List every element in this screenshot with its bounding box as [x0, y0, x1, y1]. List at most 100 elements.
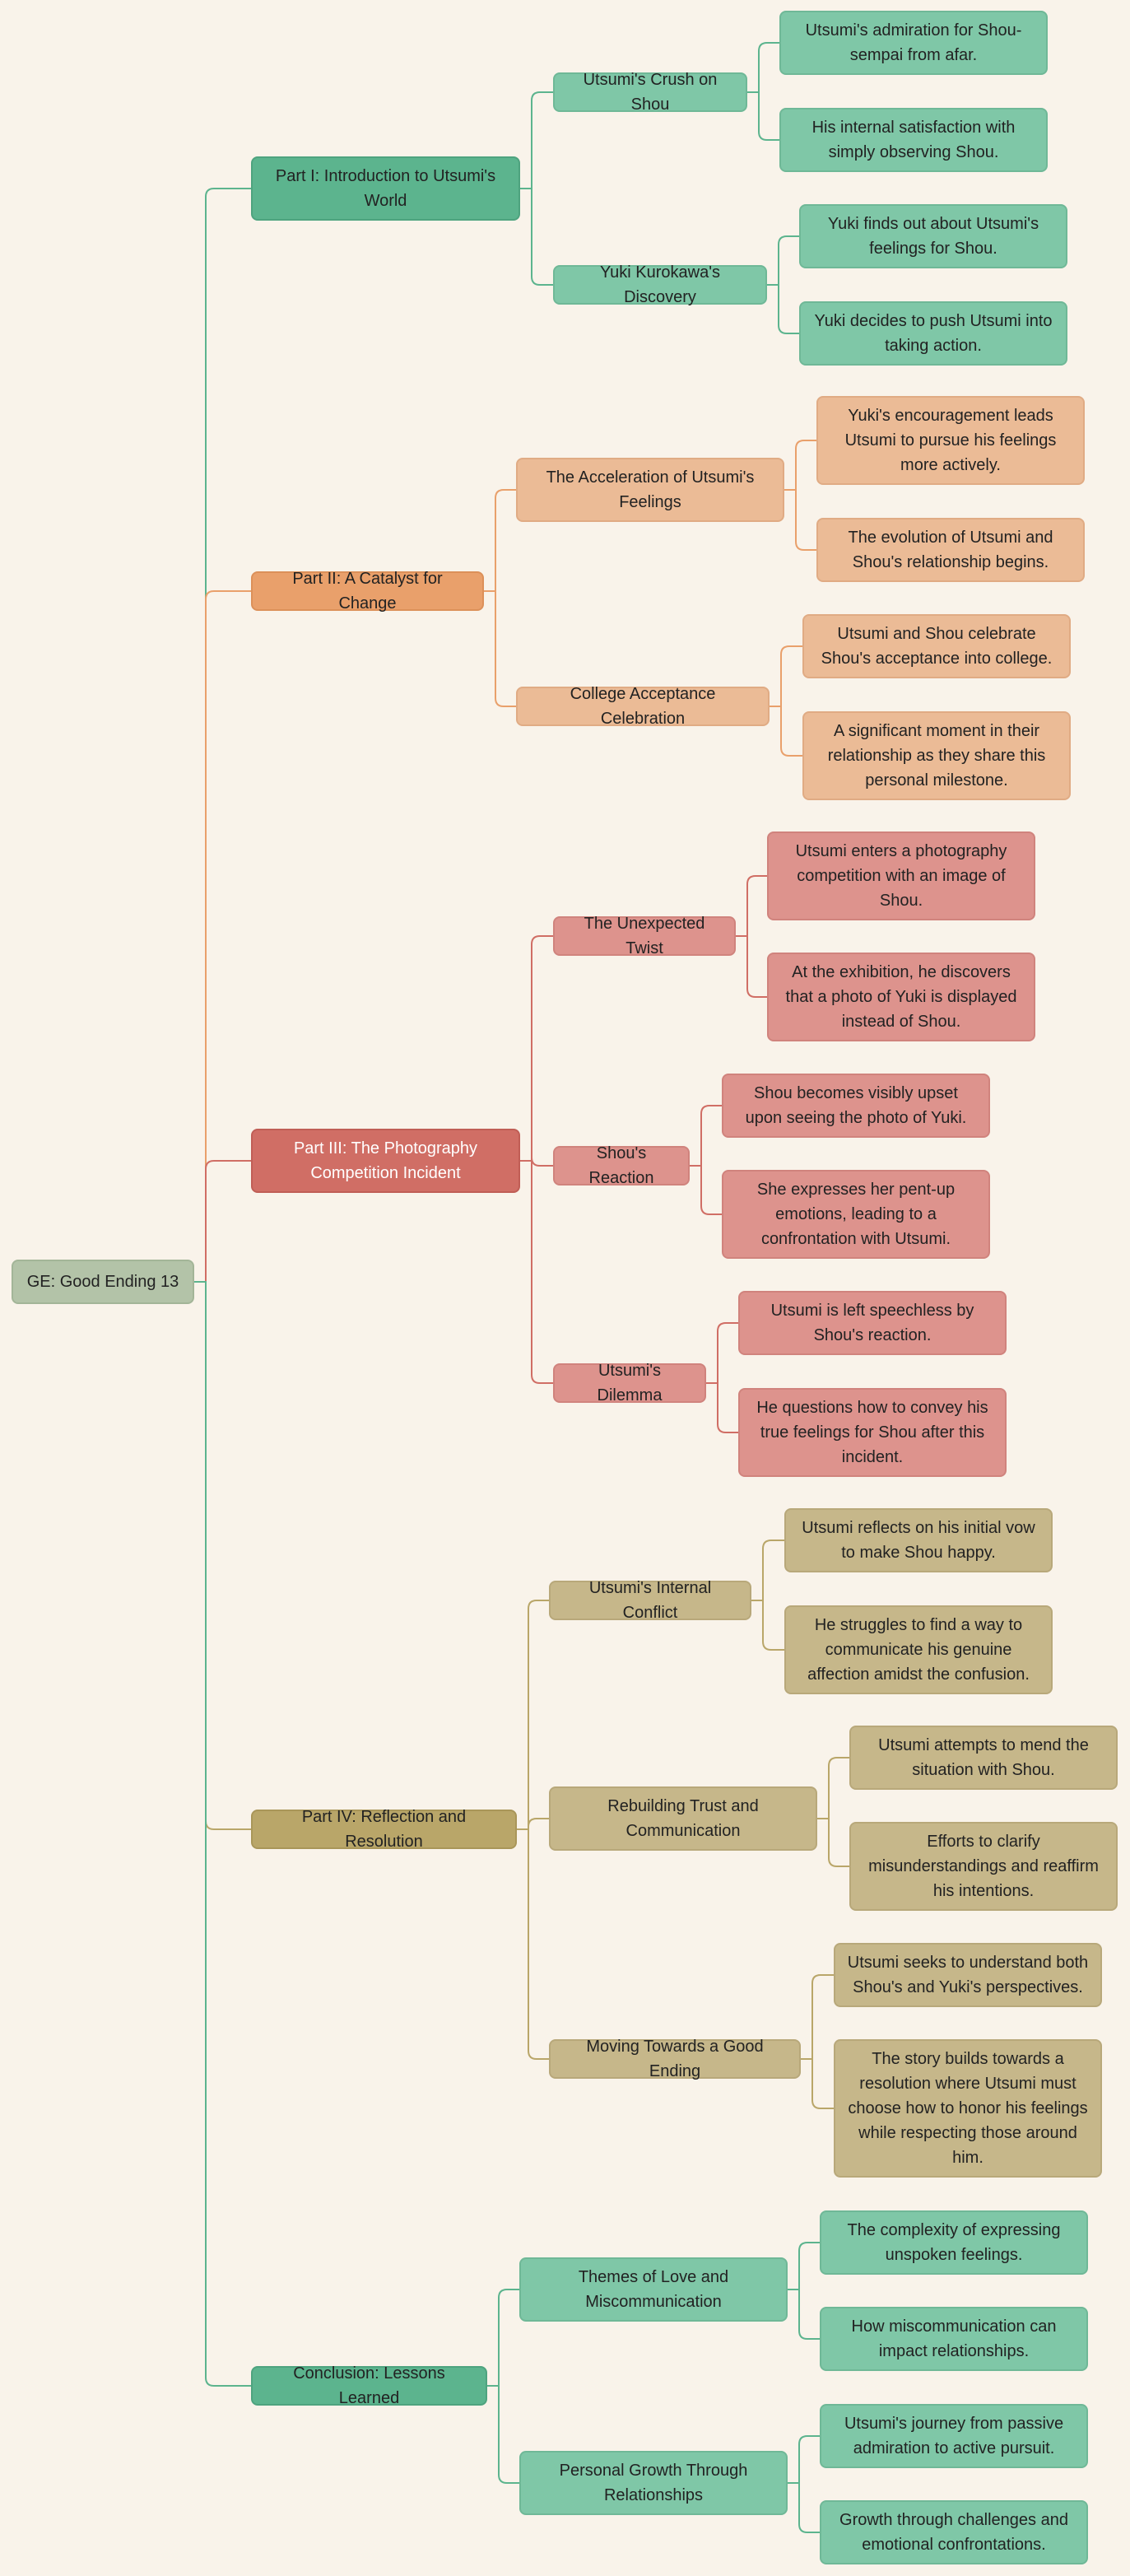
root-node[interactable]: GE: Good Ending 13 — [12, 1260, 194, 1304]
detail-node[interactable]: Utsumi is left speechless by Shou's reac… — [738, 1291, 1007, 1355]
detail-node[interactable]: She expresses her pent-up emotions, lead… — [722, 1170, 990, 1259]
detail-label: Efforts to clarify misunderstandings and… — [868, 1833, 1099, 1900]
connector-line — [767, 284, 799, 334]
topic-personal-growth[interactable]: Personal Growth Through Relationships — [519, 2451, 788, 2515]
detail-label: Utsumi's admiration for Shou-sempai from… — [805, 21, 1022, 64]
topic-good-ending[interactable]: Moving Towards a Good Ending — [549, 2038, 801, 2080]
section-part-3[interactable]: Part III: The Photography Competition In… — [251, 1129, 520, 1193]
topic-label: Themes of Love and Miscommunication — [578, 2268, 729, 2311]
connector-line — [517, 1818, 549, 1830]
detail-node[interactable]: Utsumi's admiration for Shou-sempai from… — [779, 11, 1048, 75]
connector-line — [788, 2482, 820, 2533]
connector-line — [801, 1974, 834, 2060]
detail-node[interactable]: A significant moment in their relationsh… — [802, 711, 1071, 800]
connector-line — [801, 2058, 834, 2109]
connector-line — [767, 235, 799, 286]
topic-shous-reaction[interactable]: Shou's Reaction — [553, 1144, 690, 1187]
topic-label: College Acceptance Celebration — [570, 685, 716, 728]
detail-label: The complexity of expressing unspoken fe… — [847, 2221, 1061, 2264]
section-part-1[interactable]: Part I: Introduction to Utsumi's World — [251, 156, 520, 221]
detail-label: He questions how to convey his true feel… — [756, 1399, 988, 1466]
section-conclusion[interactable]: Conclusion: Lessons Learned — [251, 2364, 487, 2407]
detail-label: Shou becomes visibly upset upon seeing t… — [745, 1084, 967, 1127]
connector-line — [520, 91, 553, 189]
connector-line — [751, 1540, 784, 1601]
section-part-2[interactable]: Part II: A Catalyst for Change — [251, 570, 484, 613]
topic-label: Shou's Reaction — [588, 1144, 654, 1187]
detail-label: A significant moment in their relationsh… — [827, 722, 1046, 790]
connector-line — [770, 706, 802, 757]
detail-label: Utsumi and Shou celebrate Shou's accepta… — [821, 625, 1053, 668]
detail-label: Yuki finds out about Utsumi's feelings f… — [827, 215, 1039, 258]
detail-label: Yuki's encouragement leads Utsumi to pur… — [844, 407, 1057, 474]
detail-node[interactable]: Utsumi's journey from passive admiration… — [820, 2404, 1088, 2468]
connector-line — [784, 440, 816, 491]
detail-node[interactable]: How miscommunication can impact relation… — [820, 2307, 1088, 2371]
detail-node[interactable]: Growth through challenges and emotional … — [820, 2500, 1088, 2564]
connector-line — [484, 489, 516, 592]
connector-line — [747, 42, 779, 93]
connector-line — [747, 91, 779, 141]
connector-line — [194, 590, 251, 1283]
topic-internal-conflict[interactable]: Utsumi's Internal Conflict — [549, 1579, 751, 1622]
detail-label: Utsumi enters a photography competition … — [795, 842, 1007, 910]
connector-line — [520, 935, 553, 1162]
detail-node[interactable]: He struggles to find a way to communicat… — [784, 1605, 1053, 1694]
topic-yuki-discovery[interactable]: Yuki Kurokawa's Discovery — [553, 263, 767, 306]
connector-line — [736, 875, 767, 937]
topic-love-miscommunication[interactable]: Themes of Love and Miscommunication — [519, 2257, 788, 2322]
detail-node[interactable]: The complexity of expressing unspoken fe… — [820, 2210, 1088, 2275]
connector-line — [784, 489, 816, 551]
connector-line — [484, 590, 516, 707]
connector-line — [736, 935, 767, 998]
detail-label: Utsumi is left speechless by Shou's reac… — [770, 1302, 974, 1344]
section-part-4[interactable]: Part IV: Reflection and Resolution — [251, 1808, 517, 1851]
connector-line — [751, 1600, 784, 1651]
detail-label: She expresses her pent-up emotions, lead… — [756, 1181, 956, 1248]
detail-node[interactable]: Shou becomes visibly upset upon seeing t… — [722, 1074, 990, 1138]
connector-line — [706, 1382, 738, 1433]
detail-node[interactable]: Utsumi and Shou celebrate Shou's accepta… — [802, 614, 1071, 678]
detail-label: Utsumi's journey from passive admiration… — [844, 2415, 1064, 2457]
detail-node[interactable]: The story builds towards a resolution wh… — [834, 2039, 1102, 2178]
detail-node[interactable]: Utsumi reflects on his initial vow to ma… — [784, 1508, 1053, 1572]
connector-line — [520, 1157, 553, 1167]
detail-node[interactable]: Yuki's encouragement leads Utsumi to pur… — [816, 396, 1085, 485]
detail-label: His internal satisfaction with simply ob… — [811, 119, 1016, 161]
section-label: Part IV: Reflection and Resolution — [301, 1808, 467, 1851]
detail-node[interactable]: Utsumi enters a photography competition … — [767, 831, 1035, 920]
topic-utsumis-dilemma[interactable]: Utsumi's Dilemma — [553, 1362, 706, 1404]
detail-node[interactable]: Utsumi attempts to mend the situation wi… — [849, 1726, 1118, 1790]
connector-line — [194, 188, 251, 1283]
connector-line — [520, 188, 553, 286]
connector-line — [770, 645, 802, 707]
detail-node[interactable]: His internal satisfaction with simply ob… — [779, 108, 1048, 172]
topic-utsumis-crush[interactable]: Utsumi's Crush on Shou — [553, 71, 747, 114]
topic-unexpected-twist[interactable]: The Unexpected Twist — [553, 915, 736, 957]
detail-node[interactable]: Yuki decides to push Utsumi into taking … — [799, 301, 1067, 366]
topic-rebuilding-trust[interactable]: Rebuilding Trust and Communication — [549, 1786, 817, 1851]
connector-line — [788, 2242, 820, 2290]
section-label: Conclusion: Lessons Learned — [293, 2364, 445, 2407]
connector-line — [194, 1160, 251, 1283]
detail-node[interactable]: At the exhibition, he discovers that a p… — [767, 953, 1035, 1041]
topic-acceleration[interactable]: The Acceleration of Utsumi's Feelings — [516, 458, 784, 522]
detail-node[interactable]: Utsumi seeks to understand both Shou's a… — [834, 1943, 1102, 2007]
detail-node[interactable]: The evolution of Utsumi and Shou's relat… — [816, 518, 1085, 582]
detail-node[interactable]: Yuki finds out about Utsumi's feelings f… — [799, 204, 1067, 268]
detail-label: The evolution of Utsumi and Shou's relat… — [848, 529, 1053, 571]
topic-college-celebration[interactable]: College Acceptance Celebration — [516, 685, 770, 728]
detail-label: He struggles to find a way to communicat… — [807, 1616, 1030, 1684]
detail-node[interactable]: Efforts to clarify misunderstandings and… — [849, 1822, 1118, 1911]
connector-line — [817, 1757, 849, 1819]
detail-label: Utsumi seeks to understand both Shou's a… — [847, 1954, 1089, 1996]
connector-line — [487, 2289, 519, 2387]
detail-node[interactable]: He questions how to convey his true feel… — [738, 1388, 1007, 1477]
connector-line — [194, 1281, 251, 1830]
connector-line — [517, 1600, 549, 1830]
detail-label: Yuki decides to push Utsumi into taking … — [814, 312, 1053, 355]
topic-label: Moving Towards a Good Ending — [586, 2038, 764, 2080]
section-label: Part I: Introduction to Utsumi's World — [275, 167, 496, 210]
